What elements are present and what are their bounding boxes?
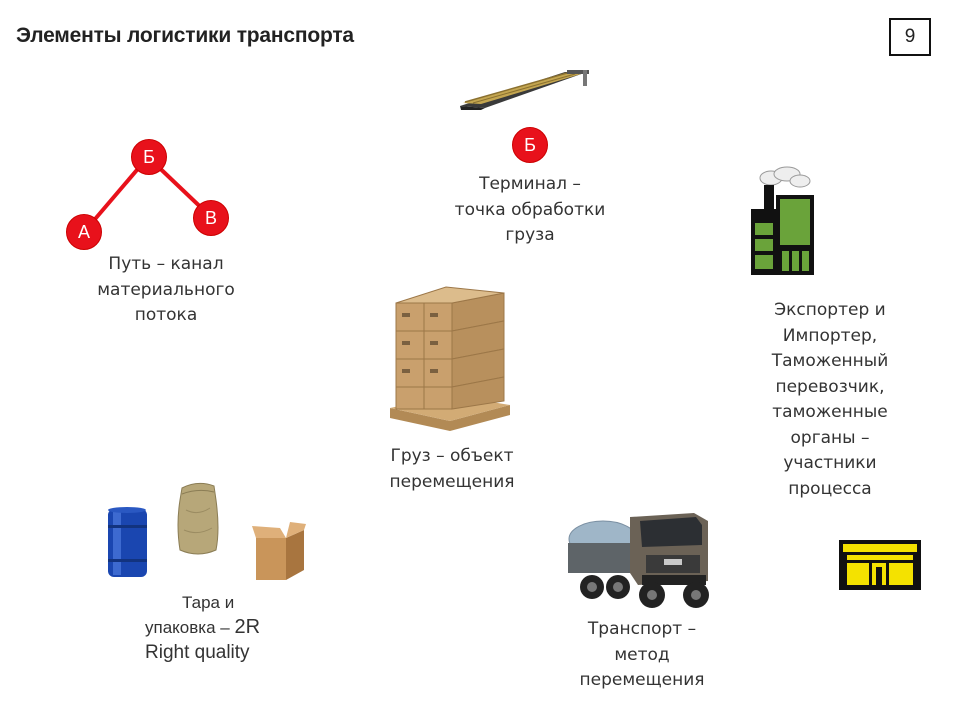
route-caption: Путь – канал материального потока bbox=[97, 254, 235, 325]
sack-icon bbox=[177, 482, 219, 555]
truck-icon bbox=[568, 513, 709, 608]
route-node-a: А bbox=[66, 214, 102, 250]
cardboard-box-icon bbox=[252, 522, 306, 580]
factory-icon bbox=[751, 166, 814, 275]
cargo-caption: Груз – объект перемещения bbox=[389, 446, 515, 492]
terminal-node-b: Б bbox=[512, 127, 548, 163]
participants-caption: Экспортер и Импортер, Таможенный перевоз… bbox=[771, 300, 889, 499]
transport-caption: Транспорт – метод перемещения bbox=[579, 619, 705, 690]
terminal-platform-icon bbox=[460, 70, 589, 110]
route-node-v: В bbox=[193, 200, 229, 236]
route-node-b: Б bbox=[131, 139, 167, 175]
packaging-caption: Тара и упаковка – 2R Right quality bbox=[145, 593, 261, 663]
cargo-pallet-icon bbox=[390, 286, 510, 431]
terminal-caption: Терминал – точка обработки груза bbox=[454, 174, 606, 245]
barrel-icon bbox=[108, 507, 147, 577]
page-number: 9 bbox=[889, 18, 931, 56]
customs-building-icon bbox=[839, 540, 921, 590]
page-title: Элементы логистики транспорта bbox=[16, 24, 354, 47]
